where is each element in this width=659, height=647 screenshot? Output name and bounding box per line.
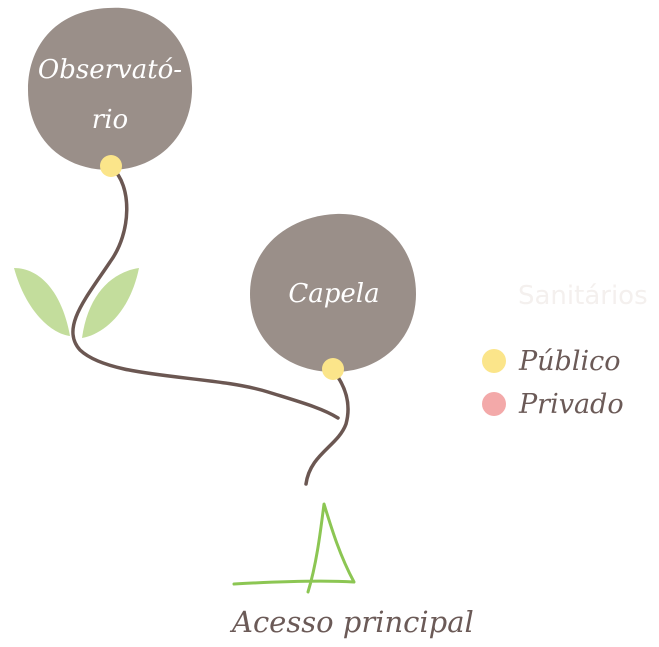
legend-public-swatch [482, 349, 506, 373]
capela-label: Capela [288, 279, 379, 309]
observatorio-label-line1: Observató- [38, 55, 182, 85]
legend-private-label: Privado [518, 389, 624, 420]
path-observatorio-stem [71, 166, 340, 420]
entrance-label[interactable]: Acesso principal [229, 605, 474, 639]
observatorio-node[interactable] [28, 7, 193, 171]
path-capela-stem [304, 368, 350, 486]
entrance-arrow [232, 502, 356, 594]
entrance-arrow-icon [232, 502, 356, 594]
capela-node[interactable] [250, 213, 416, 372]
capela-public-dot [322, 358, 344, 380]
legend: Público Privado [482, 346, 624, 420]
observatorio-label-line2: rio [92, 105, 128, 135]
legend-public-label: Público [518, 346, 621, 377]
sanitarios-faint-label: Sanitários [518, 281, 648, 311]
right-leaf [82, 268, 139, 338]
legend-private-swatch [482, 392, 506, 416]
observatorio-public-dot [100, 155, 122, 177]
left-leaf [14, 268, 70, 336]
